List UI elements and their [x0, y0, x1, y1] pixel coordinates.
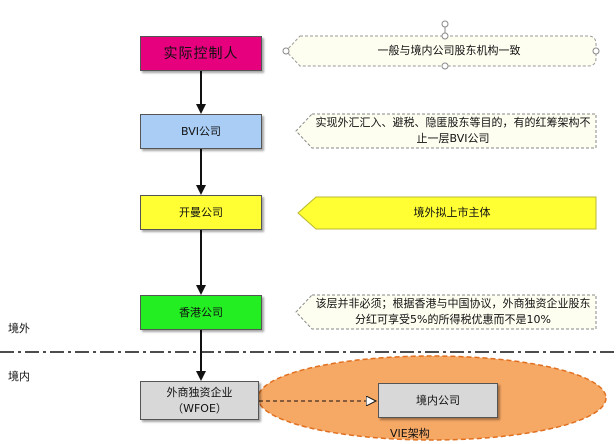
callout-shape-3 — [297, 196, 597, 230]
selection-handle[interactable] — [592, 47, 600, 55]
bvi-company-label: BVI公司 — [181, 124, 221, 138]
wfoe-box[interactable]: 外商独资企业 （WFOE） — [140, 381, 259, 420]
cayman-company-label: 开曼公司 — [179, 205, 223, 219]
cayman-company-box[interactable]: 开曼公司 — [140, 195, 262, 230]
actual-controller-box[interactable]: 实际控制人 — [140, 36, 262, 71]
offshore-label: 境外 — [8, 322, 30, 335]
callout-note-2[interactable]: 实现外汇汇入、避税、隐匿股东等目的，有的红筹架构不止一层BVI公司 — [312, 114, 594, 148]
callout-shape-2 — [295, 113, 597, 149]
callout-note-1[interactable]: 一般与境内公司股东机构一致 — [312, 36, 586, 66]
wfoe-label-line2: （WFOE） — [172, 401, 227, 415]
callout-note-4[interactable]: 该层并非必须；根据香港与中国协议，外商独资企业股东分红可享受5%的所得税优惠而不… — [312, 295, 594, 329]
callout-note-3[interactable]: 境外拟上市主体 — [312, 197, 592, 229]
domestic-company-box[interactable]: 境内公司 — [378, 383, 498, 418]
bvi-company-box[interactable]: BVI公司 — [140, 114, 262, 149]
callout-note-1-text: 一般与境内公司股东机构一致 — [377, 44, 521, 57]
selection-handle[interactable] — [441, 62, 449, 70]
selection-handle[interactable] — [441, 20, 449, 28]
wfoe-label-line1: 外商独资企业 — [166, 385, 233, 399]
vie-structure-label: VIE架构 — [390, 427, 430, 440]
callout-shape-4 — [295, 294, 597, 330]
onshore-label: 境内 — [8, 370, 30, 383]
hong-kong-company-box[interactable]: 香港公司 — [140, 295, 262, 330]
actual-controller-label: 实际控制人 — [163, 45, 239, 62]
selection-handle[interactable] — [282, 47, 290, 55]
callout-note-4-text: 该层并非必须；根据香港与中国协议，外商独资企业股东分红可享受5%的所得税优惠而不… — [315, 297, 591, 326]
callout-shape-1 — [285, 35, 597, 67]
domestic-company-label: 境内公司 — [416, 393, 460, 407]
hong-kong-company-label: 香港公司 — [179, 305, 223, 319]
callout-note-3-text: 境外拟上市主体 — [413, 206, 491, 219]
callout-note-2-text: 实现外汇汇入、避税、隐匿股东等目的，有的红筹架构不止一层BVI公司 — [315, 116, 591, 145]
